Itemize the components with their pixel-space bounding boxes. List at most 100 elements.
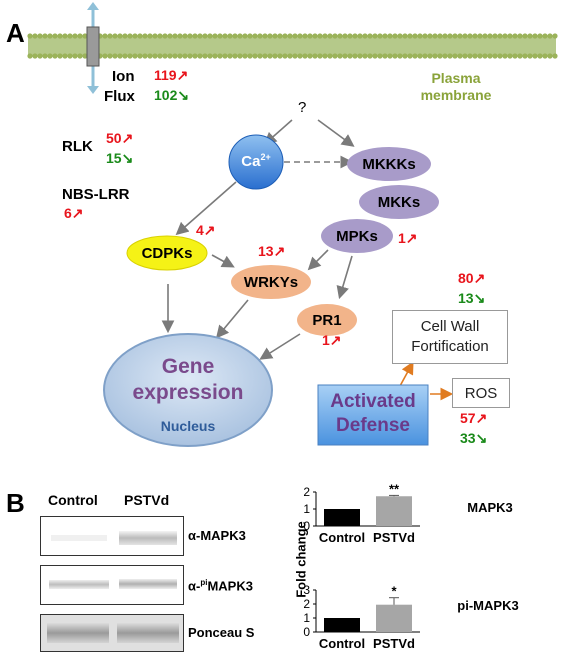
defense-line2: Defense [336, 415, 410, 436]
membrane-label-line1: Plasma [431, 70, 481, 86]
blot-mapk3 [40, 516, 184, 556]
calcium-label: Ca2+ [232, 152, 280, 170]
pr1-label: PR1 [312, 311, 342, 329]
cdpks-up-count: 4 [196, 222, 204, 238]
wrkys-label: WRKYs [243, 273, 299, 291]
unknown-receptor-mark: ? [298, 99, 307, 116]
bar [376, 496, 412, 526]
ion-flux-down-count: 102 [154, 87, 178, 103]
down-arrow-icon: ↘ [177, 87, 190, 103]
category-label: PSTVd [373, 636, 415, 651]
calcium-symbol: Ca [241, 153, 261, 170]
blot-row-prefix: α- [188, 578, 201, 594]
nbs-lrr-up: 6↗ [64, 205, 84, 223]
flux-label: Flux [104, 88, 135, 105]
cell-wall-down: 13↘ [458, 290, 485, 308]
defense-line1: Activated [330, 391, 416, 412]
cell-wall-down-count: 13 [458, 290, 474, 306]
y-tick-label: 0 [303, 519, 310, 533]
arrow-pr1-nucleus [259, 333, 301, 360]
down-arrow-icon: ↘ [121, 150, 134, 166]
mkks-label: MKKs [377, 193, 421, 211]
blot-row-suffix: MAPK3 [207, 578, 253, 594]
nucleus-node [103, 333, 273, 447]
up-arrow-icon: ↗ [71, 205, 84, 221]
mkks-node [359, 185, 439, 219]
mpks-up-count: 1 [398, 230, 406, 246]
up-arrow-icon: ↗ [473, 270, 486, 286]
chart-title: pi-MAPK3 [457, 598, 518, 613]
ros-down-count: 33 [460, 430, 476, 446]
activated-defense-box [317, 384, 429, 446]
pr1-up: 1↗ [322, 332, 342, 350]
gene-expression-line2: expression [132, 381, 244, 404]
plasma-membrane [27, 33, 558, 59]
ion-flux-up: 119↗ [154, 67, 188, 85]
blot-ponceau [40, 614, 184, 652]
up-arrow-icon: ↗ [329, 332, 342, 348]
up-arrow-icon: ↗ [121, 130, 134, 146]
arrow-mpks-pr1 [336, 255, 353, 300]
up-arrow-icon: ↗ [203, 222, 216, 238]
panel-label-a: A [6, 18, 25, 48]
up-arrow-icon: ↗ [273, 243, 286, 259]
pr1-up-count: 1 [322, 332, 330, 348]
cdpks-label: CDPKs [141, 244, 193, 262]
cdpks-up: 4↗ [196, 222, 216, 240]
up-arrow-icon: ↗ [405, 230, 418, 246]
significance-mark: ** [389, 481, 400, 496]
blot-row-pi-mapk3-label: α-piMAPK3 [188, 578, 253, 593]
cdpks-node [126, 235, 208, 271]
cell-wall-line1: Cell Wall [420, 318, 480, 335]
category-label: Control [319, 530, 365, 545]
ion-flux-up-count: 119 [154, 67, 177, 83]
arrow-wrkys-nucleus [215, 299, 249, 339]
arrow-defense-cellwall [399, 361, 414, 387]
ion-channel-icon [86, 2, 100, 94]
wrkys-up-count: 13 [258, 243, 274, 259]
y-tick-label: 1 [303, 502, 310, 516]
membrane-label-line2: membrane [420, 87, 492, 103]
cell-wall-up-count: 80 [458, 270, 474, 286]
blot-row-mapk3-label: α-MAPK3 [188, 528, 246, 543]
mpks-label: MPKs [336, 227, 378, 245]
arrow-mpks-wrkys [307, 249, 329, 271]
category-label: Control [319, 636, 365, 651]
blot-pi-mapk3 [40, 565, 184, 605]
chart-title: MAPK3 [467, 500, 513, 515]
y-tick-label: 2 [303, 597, 310, 611]
membrane-label: Plasma membrane [418, 70, 494, 104]
y-tick-label: 3 [303, 583, 310, 597]
nbs-lrr-label: NBS-LRR [62, 186, 130, 203]
blot-row-ponceau-label: Ponceau S [188, 625, 255, 640]
arrow-question-mkkks [317, 119, 355, 147]
cell-wall-fortification-box: Cell Wall Fortification [392, 310, 508, 364]
up-arrow-icon: ↗ [475, 410, 488, 426]
nbs-lrr-up-count: 6 [64, 205, 72, 221]
cell-wall-up: 80↗ [458, 270, 485, 288]
bar [324, 509, 360, 526]
blot-band-pstvd [119, 531, 177, 545]
blot-band-pstvd [117, 623, 179, 643]
panel-label-b: B [6, 488, 25, 518]
wrkys-up: 13↗ [258, 243, 285, 261]
rlk-down-count: 15 [106, 150, 122, 166]
rlk-label: RLK [62, 138, 93, 155]
wrkys-node [231, 265, 311, 299]
ros-box: ROS [452, 378, 510, 408]
blot-col-pstvd: PSTVd [124, 492, 170, 508]
blot-band-control [49, 580, 109, 589]
bar [376, 604, 412, 632]
mkkks-node [347, 147, 431, 181]
pathway-diagram [27, 2, 558, 447]
nucleus-label: Nucleus [160, 418, 216, 434]
mkkks-label: MKKKs [362, 155, 416, 173]
up-arrow-icon: ↗ [176, 67, 189, 83]
blot-row-sup: pi [200, 578, 208, 587]
category-label: PSTVd [373, 530, 415, 545]
mpks-up: 1↗ [398, 230, 418, 248]
down-arrow-icon: ↘ [473, 290, 486, 306]
arrow-ca-cdpks [175, 181, 237, 236]
ion-label: Ion [112, 68, 135, 85]
ros-down: 33↘ [460, 430, 487, 448]
